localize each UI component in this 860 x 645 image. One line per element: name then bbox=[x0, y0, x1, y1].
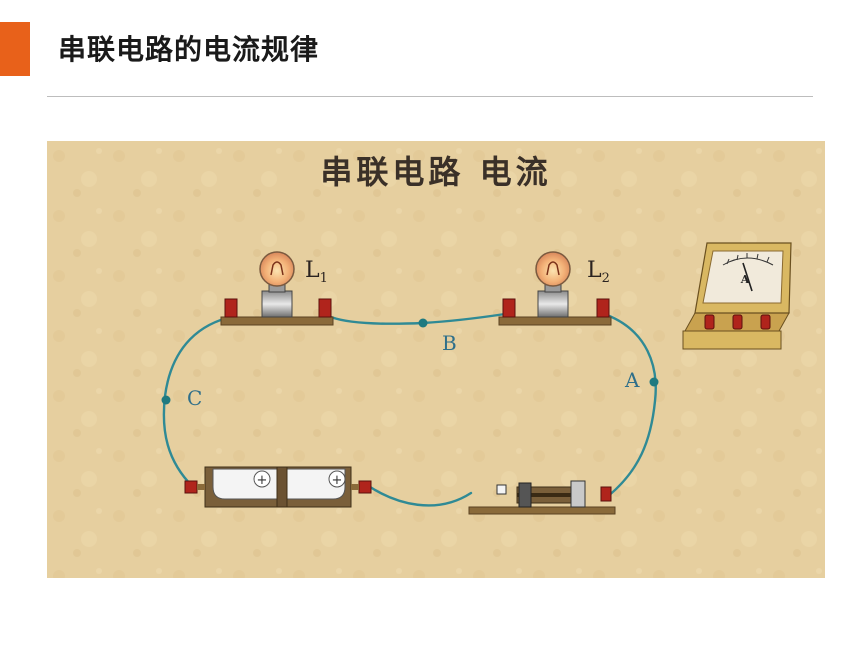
circuit-diagram: 串联电路 电流 B A C L1 L2 bbox=[47, 141, 825, 578]
slide-title: 串联电路的电流规律 bbox=[58, 33, 320, 66]
diagram-background bbox=[47, 141, 825, 578]
point-b-label: B bbox=[442, 331, 457, 355]
battery-box bbox=[184, 466, 372, 508]
title-accent-bar bbox=[0, 22, 30, 76]
point-a-label: A bbox=[624, 368, 640, 392]
ammeter-icon bbox=[682, 242, 792, 350]
wire-segment-a bbox=[605, 313, 657, 499]
switch-icon bbox=[468, 480, 616, 515]
bulb-l2 bbox=[498, 251, 612, 326]
diagram-heading: 串联电路 电流 bbox=[320, 153, 551, 191]
title-divider bbox=[47, 96, 813, 97]
point-b-dot bbox=[418, 318, 428, 328]
battery-plus-1: + bbox=[257, 473, 268, 488]
wire-segment-bottom bbox=[365, 483, 473, 507]
battery-plus-2: + bbox=[332, 473, 343, 488]
point-a-dot bbox=[649, 377, 659, 387]
bulb-l1 bbox=[220, 251, 334, 326]
point-c-label: C bbox=[187, 386, 202, 410]
bulb-l1-label: L1 bbox=[305, 258, 328, 286]
ammeter-symbol: A bbox=[740, 273, 750, 286]
point-c-dot bbox=[161, 395, 171, 405]
bulb-l2-label: L2 bbox=[587, 258, 610, 286]
